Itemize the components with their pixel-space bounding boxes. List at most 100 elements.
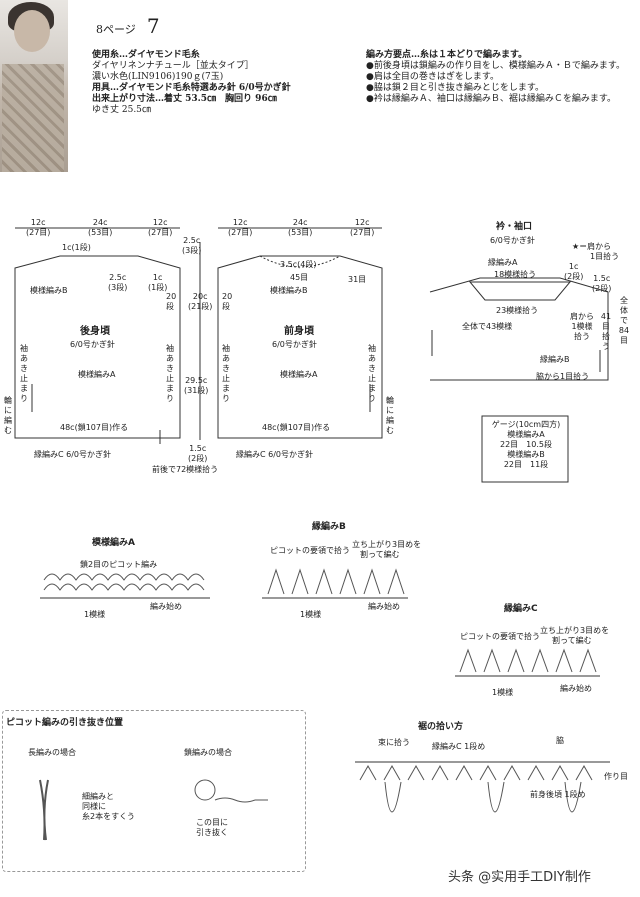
gauge-row-a: 22目 10.5段 [500,440,552,449]
center-d2: 20c(21段) [188,292,212,312]
collar-all-text: 全体で [620,296,628,325]
chart-b-start: 編み始め [368,602,400,611]
chart-a-unit: 1模様 [84,610,106,619]
front-top-right-cm: 12c [354,218,370,227]
chart-c-note2: 立ち上がり3目めを [540,626,610,635]
picot-chain-note-2: 引き抜く [196,828,228,837]
gauge-title: ゲージ(10cm四方) [491,420,561,429]
back-edge: 縁編みC 6/0号かぎ針 [34,450,112,459]
chart-b-title: 縁編みB [312,522,346,532]
collar-pick18: 18模様拾う [494,270,537,279]
yarn-label: 使用糸…ダイヤモンド毛糸 [92,50,200,60]
chart-c-start: 編み始め [560,684,592,693]
back-top-mid-cm: 24c [92,218,108,227]
back-armhole-right: 袖あき止まり [166,344,174,403]
center-d4-rows: (2段) [188,454,208,463]
picot-long-note-3: 糸2本をすくう [82,812,135,821]
front-top-mid-cm: 24c [292,218,308,227]
chart-c-title: 縁編みC [504,604,538,614]
front-top-mid: 24c(53目) [288,218,312,238]
back-neck-label: 1c(1段) [62,243,91,252]
back-hook: 6/0号かぎ針 [70,340,115,349]
collar-edge-b: 縁編みB [540,355,570,364]
chart-b-unit: 1模様 [300,610,322,619]
back-top-right-sts: (27目) [148,228,173,237]
picot-long-note: 細編みと 同様に 糸2本をすくう [82,792,135,822]
collar-star: ★＝肩から [572,242,612,251]
collar-title: 衿・袖口 [496,222,533,232]
center-d1-cm: 2.5c [183,236,201,245]
point-4: ●衿は縁編みＡ、袖口は縁編みＢ、裾は縁編みＣを編みます。 [366,94,616,104]
hem-edge-c: 縁編みC 1段め [432,742,486,751]
front-top-mid-sts: (53目) [288,228,313,237]
back-bottom: 48c(鎖107目)作る [60,423,129,432]
gauge-row-b: 22目 11段 [503,460,549,469]
center-d2-cm: 20c [192,292,208,301]
hem-back: 前身後頃 1段め [530,790,586,799]
center-d4-cm: 1.5c [189,444,207,453]
back-neck2-rows: (3段) [108,283,128,292]
back-neck3: 1c(1段) [148,273,167,293]
collar-84: 84 [618,326,630,335]
page-number: 7 [146,14,160,38]
collar-c1-rows: (2段) [564,272,584,281]
chart-b-note2: 立ち上がり3目めを [352,540,422,549]
back-title: 後身頃 [80,326,110,337]
chart-b-note1: ピコットの要領で拾う [270,546,350,555]
page-heading: 8ページ 7 [96,14,160,38]
back-top-mid: 24c(53目) [88,218,112,238]
back-armhole-left: 袖あき止まり [20,344,28,403]
chart-c-note1: ピコットの要領で拾う [460,632,540,641]
size-label: 出来上がり寸法…着丈 53.5㎝ 胸回り 96㎝ [92,94,277,104]
front-neck: 3.5c(4段) [280,260,317,269]
collar-c1: 1c(2段) [564,262,583,282]
back-side-rows: 20段 [166,292,177,311]
front-armhole-right: 袖あき止まり [368,344,376,403]
collar-c1-cm: 1c [568,262,579,271]
collar-c15-rows: (2段) [592,284,612,293]
collar-total: 全体で43模様 [462,322,513,331]
hem-bundle: 束に拾う [378,738,410,747]
picot-chain-note-1: この目に [196,818,228,827]
model-photo [0,0,68,172]
front-neck2: 45目 [290,273,309,282]
picot-long-note-2: 同様に [82,802,106,811]
watermark: 头条 @实用手工DIY制作 [448,870,591,885]
front-top-left: 12c(27目) [228,218,252,238]
center-d4: 1.5c(2段) [188,444,207,464]
center-d2-rows: (21段) [188,302,213,311]
collar-hook: 6/0号かぎ針 [490,236,535,245]
front-pattern-a: 模様編みA [280,370,318,379]
tool-label: 用具…ダイヤモンド毛糸特選あみ針 6/0号かぎ針 [92,83,291,93]
front-top-right-sts: (27目) [350,228,375,237]
collar-c15: 1.5c(2段) [592,274,611,294]
collar-c15-cm: 1.5c [593,274,611,283]
materials: 使用糸…ダイヤモンド毛糸 ダイヤリネンナチュール［並太タイプ］ 濃い水色(LIN… [92,50,291,116]
size-line2: ゆき丈 25.5㎝ [92,105,151,115]
front-top-right: 12c(27目) [350,218,374,238]
back-neck3-rows: (1段) [148,283,168,292]
back-top-right-cm: 12c [152,218,168,227]
back-top-left: 12c(27目) [26,218,50,238]
point-1: ●前後身頃は鎖編みの作り目をし、模様編みＡ・Ｂで編みます。 [366,61,625,71]
chart-a-note: 鎖2目のピコット編み [80,560,158,569]
collar-side: 脇から1目拾う [536,372,590,381]
hem-base: 作り目 [604,772,628,781]
collar-shoulder-3: 拾う [574,332,590,341]
hem-title: 裾の拾い方 [418,722,464,732]
center-d3-rows: (31段) [184,386,209,395]
point-3: ●脇は鎖２目と引き抜き編みとじをします。 [366,83,544,93]
picot-long-note-1: 細編みと [82,792,114,801]
back-neck2-cm: 2.5c [109,273,127,282]
knitting-points: 編み方要点…糸は１本どりで編みます。 ●前後身頃は鎖編みの作り目をし、模様編みＡ… [366,50,636,105]
front-pattern-b: 模様編みB [270,286,308,295]
front-top-left-sts: (27目) [228,228,253,237]
center-d1: 2.5c(3段) [182,236,201,256]
front-hook: 6/0号かぎ針 [272,340,317,349]
collar-41-num: 41 [600,312,612,321]
collar-edge-a: 縁編みA [488,258,518,267]
picot-title: ピコット編みの引き抜き位置 [6,718,124,728]
